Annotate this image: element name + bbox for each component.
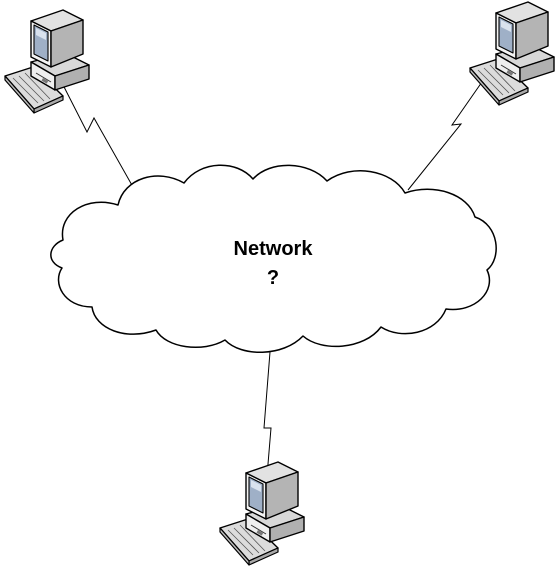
desktop-computer-icon	[219, 461, 305, 566]
link-bottom	[263, 351, 272, 489]
cloud-label-question: ?	[267, 267, 279, 289]
desktop-computer-icon	[4, 9, 90, 114]
link-top-left	[59, 78, 134, 188]
network-cloud: Network ?	[50, 164, 497, 353]
cloud-label-network: Network	[234, 238, 314, 260]
desktop-computer-icon	[469, 1, 555, 106]
link-top-right	[407, 68, 492, 191]
